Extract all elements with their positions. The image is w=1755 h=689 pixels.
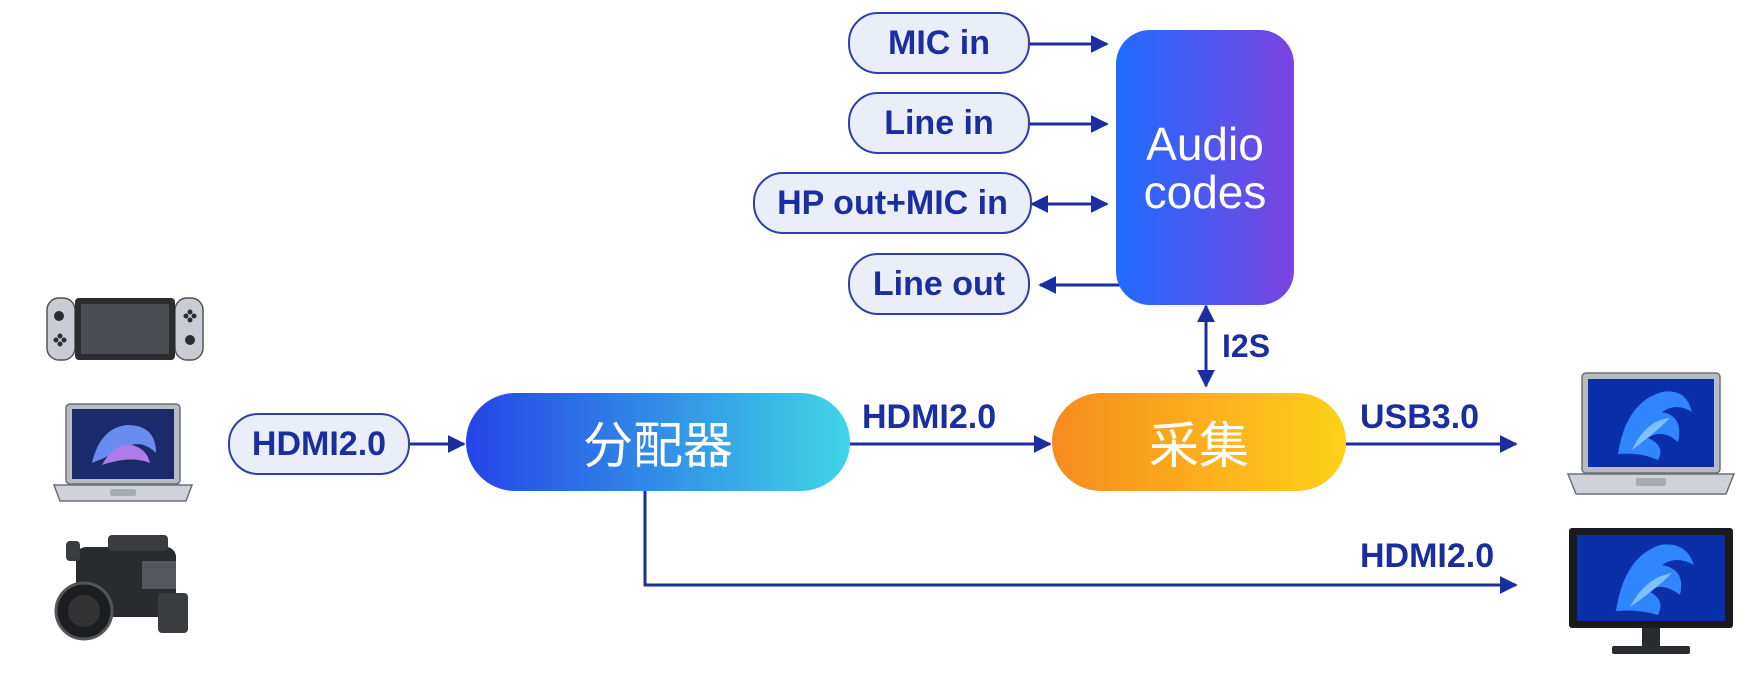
line-in-label: Line in [884,103,994,142]
monitor-icon [1569,528,1733,654]
audio-codec-block: Audio codes [1116,30,1294,305]
usb-label: USB3.0 [1360,398,1480,436]
hdmi-monitor-label: HDMI2.0 [1360,537,1495,575]
mic-in-label: MIC in [888,23,990,62]
i2s-label: I2S [1222,328,1271,364]
laptop-icon [52,403,194,502]
camcorder-icon [54,535,188,641]
capture-label: 采集 [1149,417,1249,475]
arrow-splitter-to-monitor [643,490,1518,594]
hdmi-input-label: HDMI2.0 [251,424,387,463]
laptop-icon [1566,372,1736,495]
audio-codec-line1: Audio [1146,117,1264,170]
hp-out-mic-in-pill: HP out+MIC in [753,172,1032,234]
hdmi-input-pill: HDMI2.0 [228,413,410,475]
mic-in-pill: MIC in [848,12,1030,74]
line-out-pill: Line out [848,253,1030,315]
capture-block: 采集 [1052,393,1346,491]
hdmi-splitter-capture-label: HDMI2.0 [862,398,997,436]
splitter-block: 分配器 [466,393,850,491]
line-out-label: Line out [872,264,1006,303]
splitter-label: 分配器 [583,417,733,475]
hp-out-mic-in-label: HP out+MIC in [777,183,1008,222]
audio-codec-line2: codes [1143,165,1267,218]
game-console-icon [46,297,204,361]
line-in-pill: Line in [848,92,1030,154]
